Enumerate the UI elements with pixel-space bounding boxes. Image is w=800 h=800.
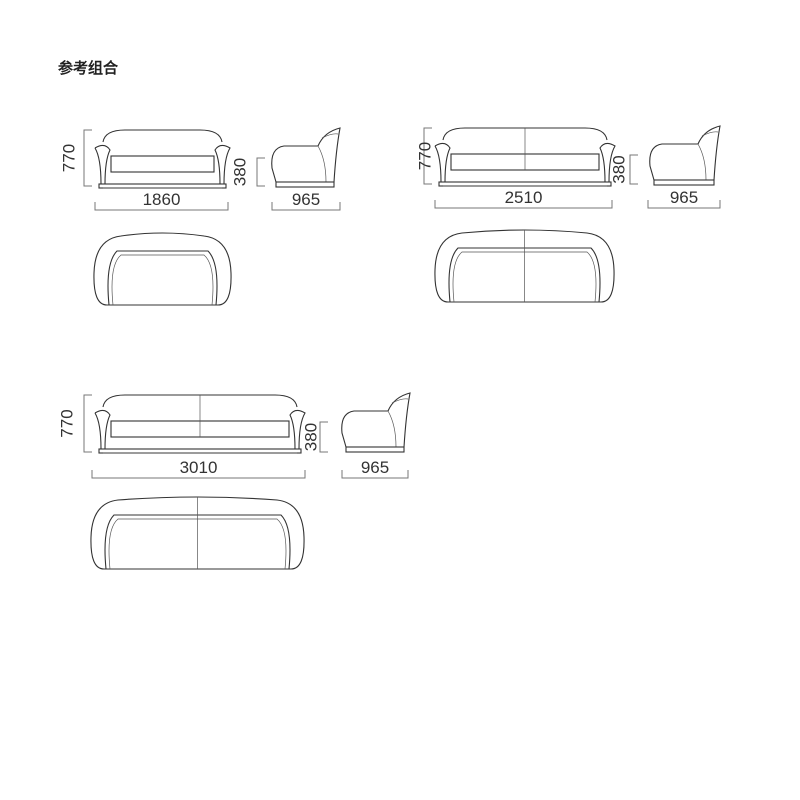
- seat-height-dimension-label: 380: [301, 423, 320, 451]
- top-seat-outline: [107, 250, 218, 306]
- armrest-left: [94, 412, 299, 450]
- side-profile: [649, 125, 721, 181]
- armrest-outline: [94, 144, 231, 185]
- seat-height-dimension-bracket: [629, 154, 638, 185]
- width-dimension-bracket: [94, 202, 229, 211]
- depth-dimension-label: 965: [292, 190, 320, 209]
- backrest-outline: [102, 129, 223, 143]
- seat-height-dimension-label: 380: [230, 158, 249, 186]
- depth-dimension-bracket: [341, 470, 409, 479]
- seat-height-dimension-bracket: [319, 421, 328, 453]
- width-dimension-label: 1860: [143, 190, 181, 209]
- height-dimension-label: 770: [57, 409, 76, 437]
- combination-four-seat: 770 3010 380 965: [57, 392, 411, 570]
- side-base: [345, 446, 405, 453]
- page-title: 参考组合: [58, 59, 119, 77]
- width-dimension-label: 2510: [505, 188, 543, 207]
- side-base: [275, 181, 335, 188]
- backrest-curve: [697, 131, 719, 181]
- armrest-outline: [94, 409, 306, 450]
- height-dimension-bracket: [83, 129, 92, 187]
- depth-dimension-bracket: [271, 202, 341, 211]
- backrest-curve: [387, 398, 409, 448]
- side-profile: [271, 127, 341, 183]
- seat-height-dimension-label: 380: [609, 155, 628, 183]
- armrest-left: [94, 147, 224, 185]
- height-dimension-label: 770: [415, 142, 434, 170]
- top-outline: [93, 232, 232, 306]
- width-dimension-bracket: [91, 470, 306, 479]
- armrest-outline: [434, 142, 616, 183]
- top-outline: [434, 229, 615, 303]
- width-dimension-bracket: [434, 200, 613, 209]
- armrest-left: [434, 145, 609, 183]
- side-profile: [341, 392, 411, 448]
- depth-dimension-label: 965: [361, 458, 389, 477]
- base-plinth: [98, 448, 302, 454]
- height-dimension-label: 770: [59, 144, 78, 172]
- height-dimension-bracket: [423, 127, 432, 185]
- seat-height-dimension-bracket: [256, 157, 265, 187]
- width-dimension-label: 3010: [180, 458, 218, 477]
- base-plinth: [98, 183, 227, 189]
- backrest-curve: [317, 133, 339, 183]
- seat-cushion: [110, 155, 215, 173]
- combination-two-seat: 770 1860 380 965: [59, 127, 341, 306]
- base-plinth: [438, 181, 612, 187]
- side-base: [653, 179, 715, 186]
- combination-three-seat: 770 2510 380 965: [415, 125, 721, 303]
- top-outline: [90, 496, 305, 570]
- top-seat-inner: [111, 254, 214, 306]
- depth-dimension-bracket: [647, 200, 721, 209]
- height-dimension-bracket: [83, 394, 92, 453]
- depth-dimension-label: 965: [670, 188, 698, 207]
